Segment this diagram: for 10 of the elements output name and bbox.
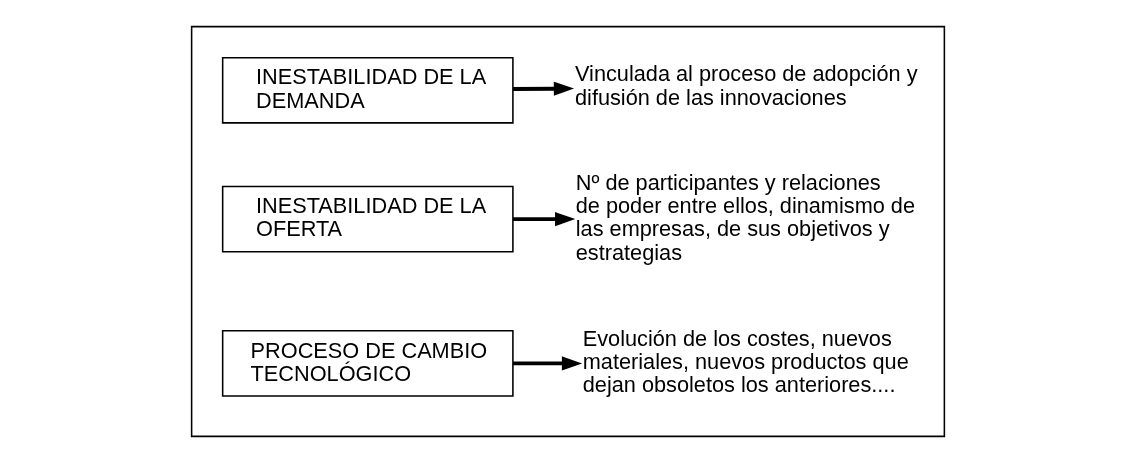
arrow [512,356,582,371]
node-box: INESTABILIDAD DE LA DEMANDA [221,56,514,124]
arrow [512,81,574,96]
node-box: INESTABILIDAD DE LA OFERTA [221,185,514,253]
cluster [190,25,945,438]
node-box: PROCESO DE CAMBIO TECNOLÓGICO [221,330,514,397]
node-text: Evolución de los costes, nuevos materiales, nuevos productos que dejan obsoletos los anteriores.... [582,325,909,398]
arrow [512,212,575,227]
node-text: Vinculada al proceso de adopción y difusión de las innovaciones [574,61,918,110]
node-text: Nº de participantes y relaciones de poder entre ellos, dinamismo de las empresas, de sus objetivos y estrategias [575,169,915,265]
